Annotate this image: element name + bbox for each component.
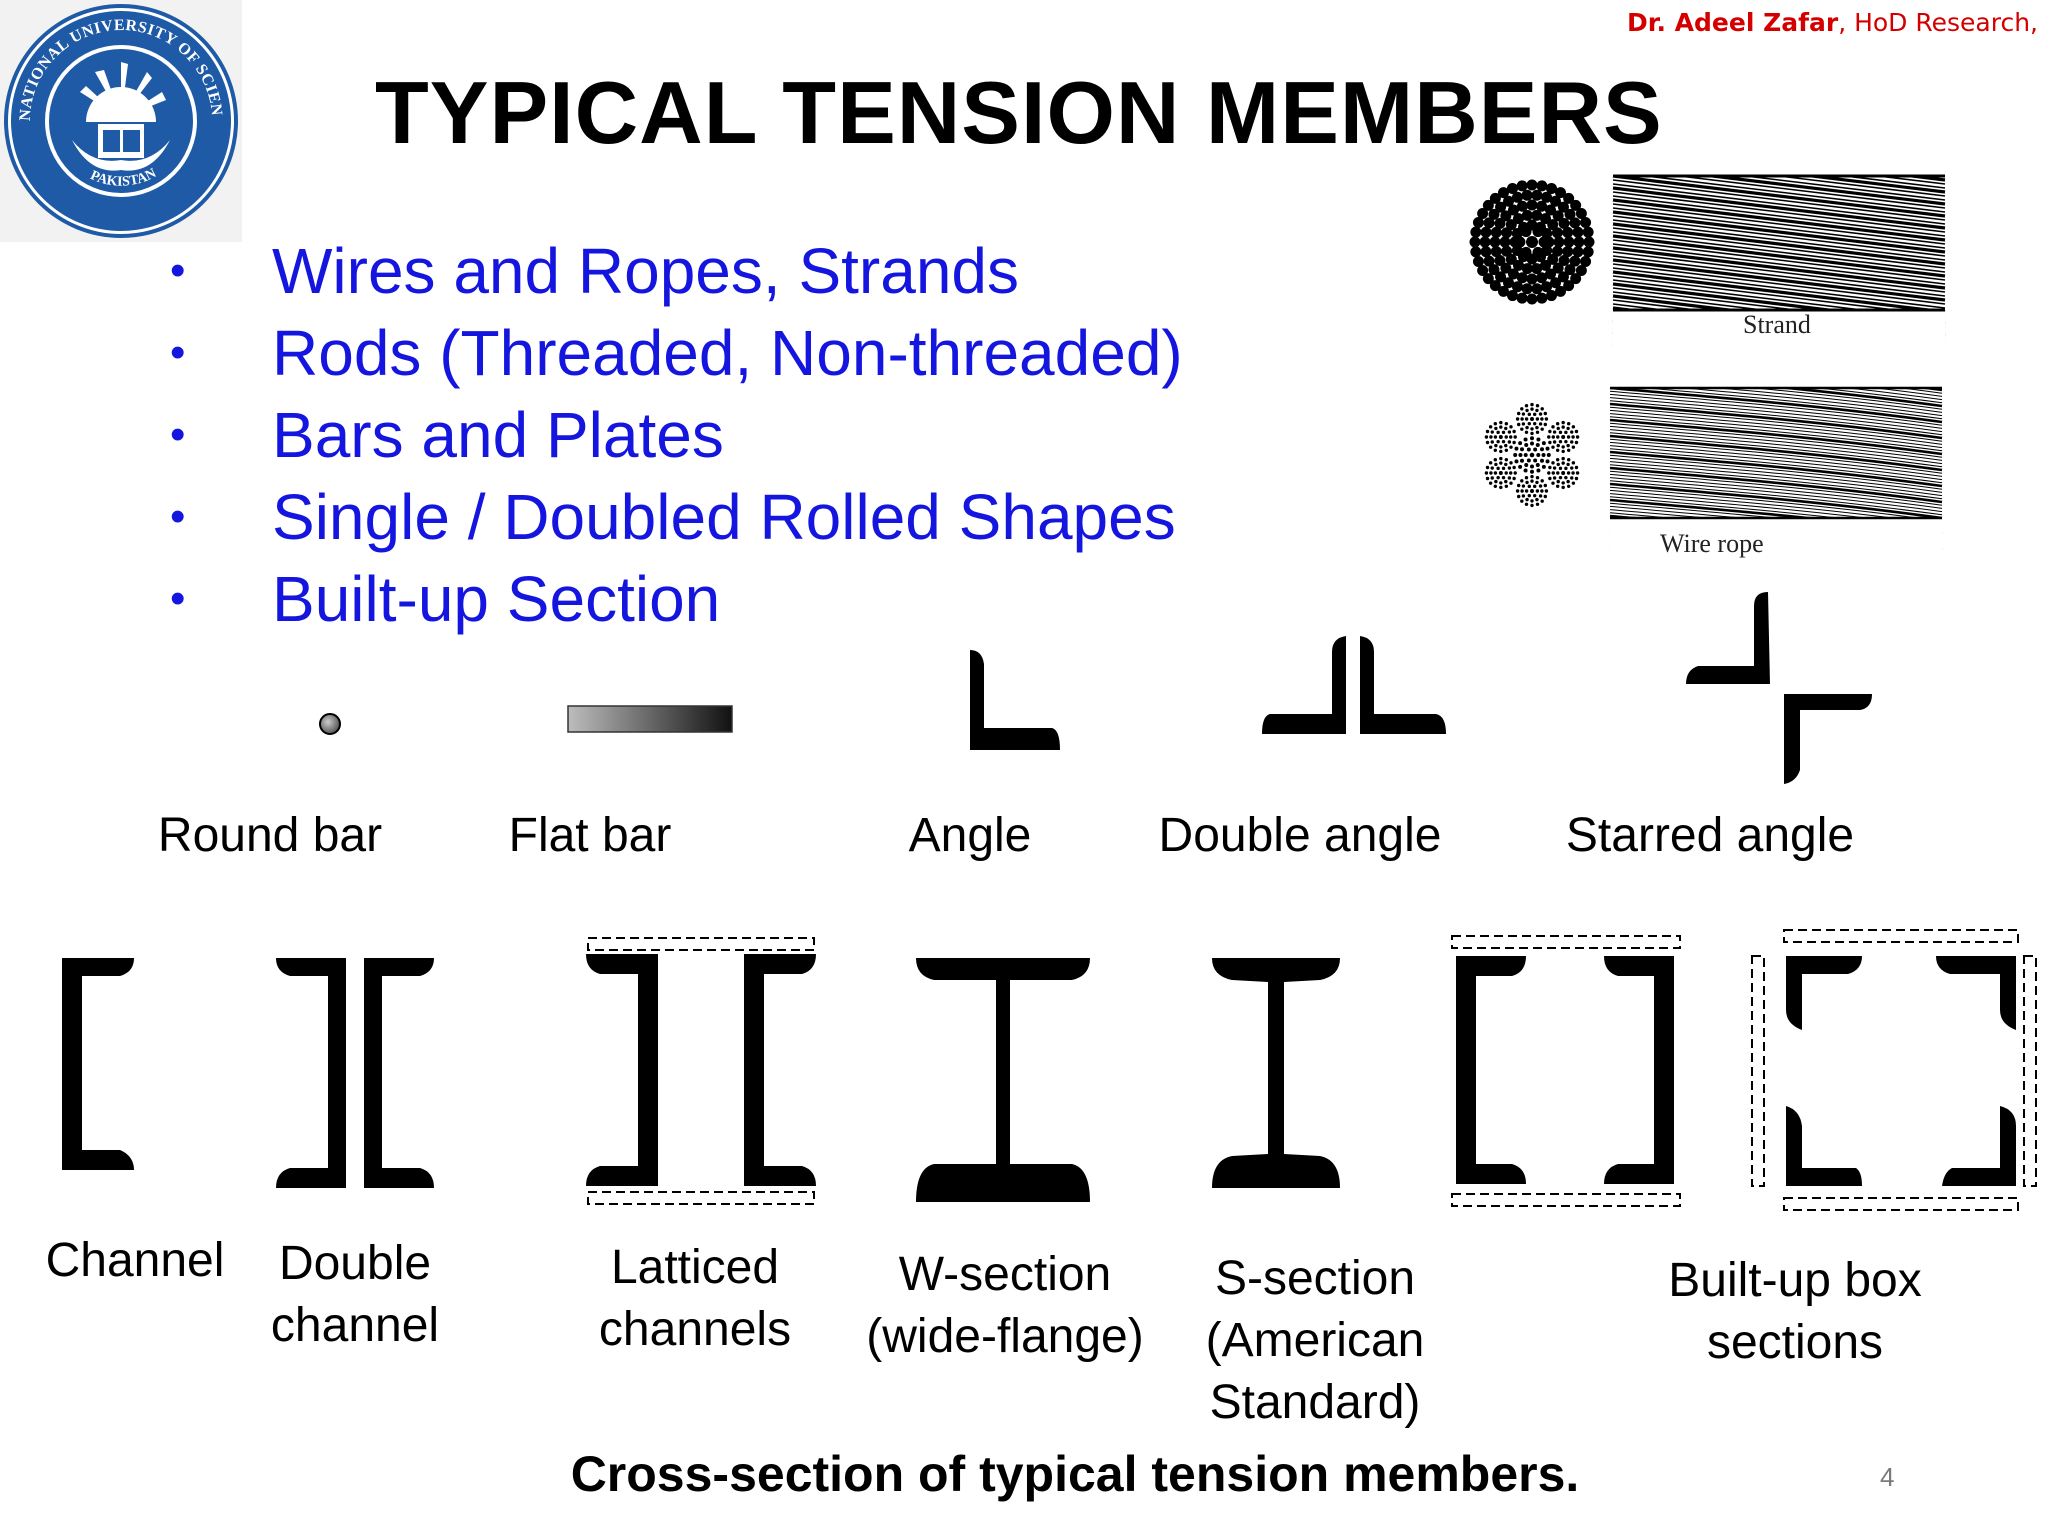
built-up-channel-box-icon	[1456, 956, 1674, 1184]
bullet-icon: •	[170, 574, 186, 623]
box-label-line1: Built-up box	[1668, 1254, 1922, 1307]
flat-bar-label: Flat bar	[508, 809, 672, 862]
strand-side-view-icon	[1612, 170, 1946, 345]
channel-label: Channel	[45, 1234, 225, 1287]
wire-rope-figure: Wire rope	[1484, 380, 1943, 560]
row1-shapes	[319, 592, 1872, 784]
list-item: • Built-up Section	[160, 558, 1183, 640]
page-title: TYPICAL TENSION MEMBERS	[375, 63, 1663, 162]
figure-caption: Cross-section of typical tension members…	[570, 1446, 1580, 1502]
strand-figure: Strand	[1469, 170, 1946, 345]
starred-angle-label: Starred angle	[1565, 809, 1855, 862]
s-section-icon	[1212, 958, 1340, 1188]
strand-cross-section-icon	[1469, 179, 1595, 305]
w-section-label-line2: (wide-flange)	[866, 1310, 1144, 1363]
angle-label: Angle	[908, 809, 1032, 862]
bullet-text: Bars and Plates	[272, 399, 724, 471]
box-bottom-plate	[1451, 1193, 1681, 1207]
round-bar-icon	[319, 713, 341, 735]
list-item: • Wires and Ropes, Strands	[160, 230, 1183, 312]
angle-box-left-plate	[1751, 955, 1765, 1187]
bullet-icon: •	[170, 410, 186, 459]
bullet-text: Single / Doubled Rolled Shapes	[272, 481, 1176, 553]
bullet-icon: •	[170, 328, 186, 377]
wire-rope-label: Wire rope	[1660, 529, 1764, 558]
page-number: 4	[1880, 1462, 1895, 1492]
w-section-label-line1: W-section	[898, 1248, 1112, 1301]
box-label-line2: sections	[1706, 1316, 1884, 1369]
w-section-icon	[916, 958, 1090, 1202]
built-up-angle-box-icon	[1786, 956, 2016, 1186]
s-section-label-line3: Standard)	[1209, 1376, 1421, 1429]
bullet-text: Built-up Section	[272, 563, 721, 635]
author-role: , HoD Research,	[1838, 8, 2038, 37]
list-item: • Rods (Threaded, Non-threaded)	[160, 312, 1183, 394]
latticed-channels-icon	[586, 954, 816, 1186]
channel-icon	[62, 958, 134, 1170]
latticed-label-line2: channels	[598, 1303, 792, 1356]
starred-angle-icon	[1686, 592, 1872, 784]
bullet-icon: •	[170, 492, 186, 541]
bullet-icon: •	[170, 246, 186, 295]
list-item: • Single / Doubled Rolled Shapes	[160, 476, 1183, 558]
strand-label: Strand	[1743, 310, 1811, 339]
angle-icon	[970, 650, 1060, 750]
double-channel-label-line2: channel	[270, 1299, 440, 1352]
double-angle-label: Double angle	[1158, 809, 1442, 862]
round-bar-label: Round bar	[157, 809, 383, 862]
author-name: Dr. Adeel Zafar	[1626, 8, 1839, 37]
angle-box-bottom-plate	[1783, 1197, 2019, 1211]
author-credit: Dr. Adeel Zafar, HoD Research,	[1627, 8, 2038, 37]
latticed-label-line1: Latticed	[610, 1241, 780, 1294]
nust-logo-icon: NATIONAL UNIVERSITY OF SCIENCES & TECHNO…	[0, 0, 242, 242]
angle-box-right-plate	[2023, 955, 2037, 1187]
lattice-bottom-plate	[587, 1191, 815, 1205]
double-angle-icon	[1262, 636, 1446, 734]
flat-bar-icon	[567, 705, 733, 733]
s-section-label-line1: S-section	[1214, 1252, 1416, 1305]
double-channel-icon	[276, 958, 434, 1188]
wire-rope-cross-section-icon	[1484, 402, 1580, 508]
lattice-top-plate	[587, 937, 815, 951]
box-top-plate	[1451, 935, 1681, 949]
double-channel-label-line1: Double	[278, 1237, 432, 1290]
list-item: • Bars and Plates	[160, 394, 1183, 476]
bullet-text: Wires and Ropes, Strands	[272, 235, 1019, 307]
row2-shapes	[62, 929, 2037, 1211]
angle-box-top-plate	[1783, 929, 2019, 943]
wire-rope-side-view-icon	[1609, 380, 1943, 560]
s-section-label-line2: (American	[1205, 1314, 1425, 1367]
bullet-text: Rods (Threaded, Non-threaded)	[272, 317, 1183, 389]
bullet-list: • Wires and Ropes, Strands • Rods (Threade…	[160, 230, 1183, 640]
